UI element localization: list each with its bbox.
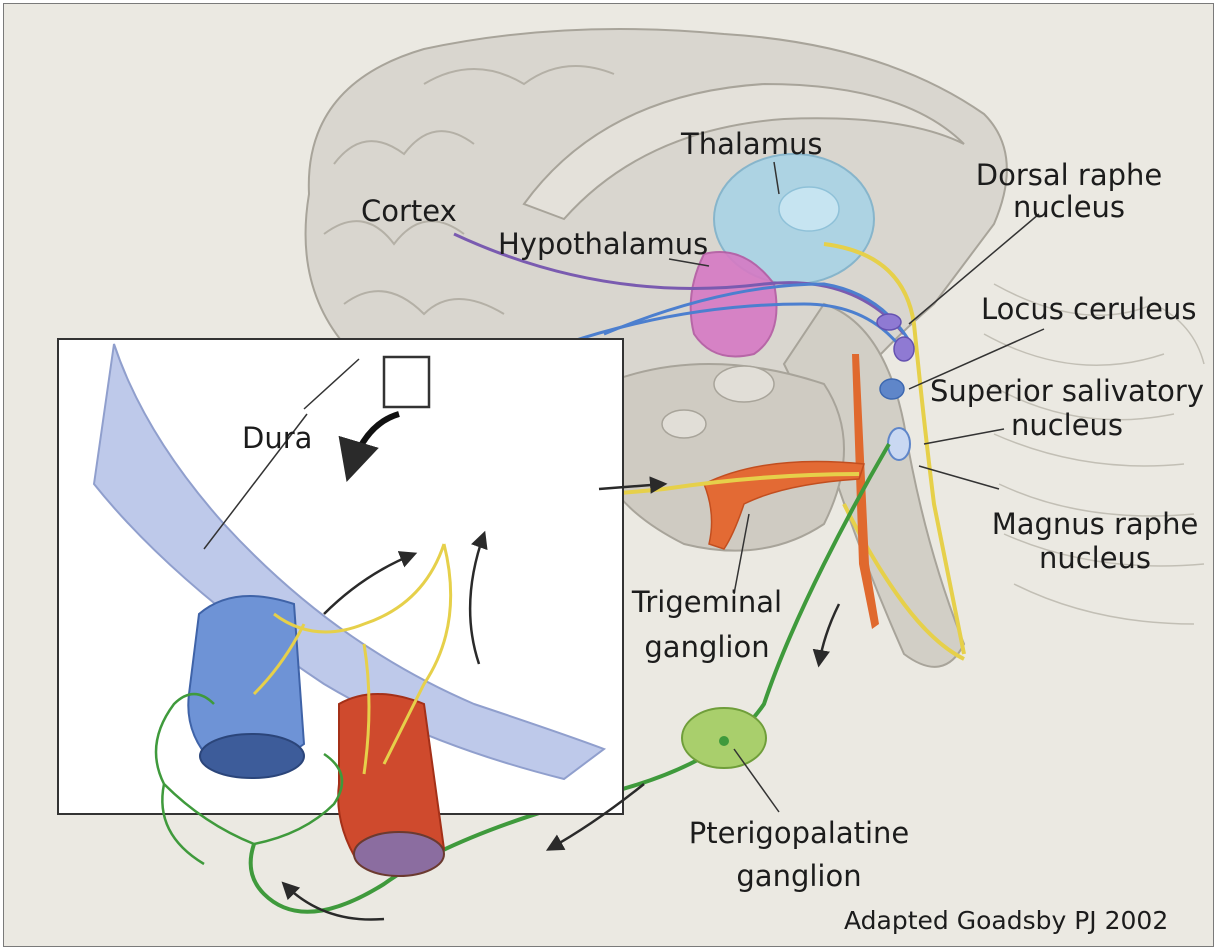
label-magnus-raphe-line2: nucleus <box>984 544 1206 573</box>
label-dorsal-raphe-line2: nucleus <box>966 193 1172 222</box>
label-superior-salivatory-line2: nucleus <box>919 411 1214 440</box>
label-magnus-raphe-line1: Magnus raphe <box>984 510 1206 539</box>
label-superior-salivatory-line1: Superior salivatory <box>919 377 1214 406</box>
label-dura: Dura <box>242 424 312 453</box>
label-cortex: Cortex <box>361 197 457 226</box>
credit-text: Adapted Goadsby PJ 2002 <box>844 908 1168 933</box>
label-dorsal-raphe-line1: Dorsal raphe <box>966 161 1172 190</box>
label-thalamus: Thalamus <box>681 130 822 159</box>
label-pterygopalatine-line2: ganglion <box>674 862 924 891</box>
label-pterygopalatine-line1: Pterigopalatine <box>674 819 924 848</box>
illustration-background: Thalamus Dorsal raphe nucleus Cortex Hyp… <box>3 3 1214 947</box>
anatomy-illustration <box>4 4 1214 947</box>
label-hypothalamus: Hypothalamus <box>498 230 708 259</box>
label-locus-ceruleus: Locus ceruleus <box>981 295 1197 324</box>
label-trigeminal-line2: ganglion <box>612 633 802 662</box>
label-trigeminal-line1: Trigeminal <box>612 588 802 617</box>
